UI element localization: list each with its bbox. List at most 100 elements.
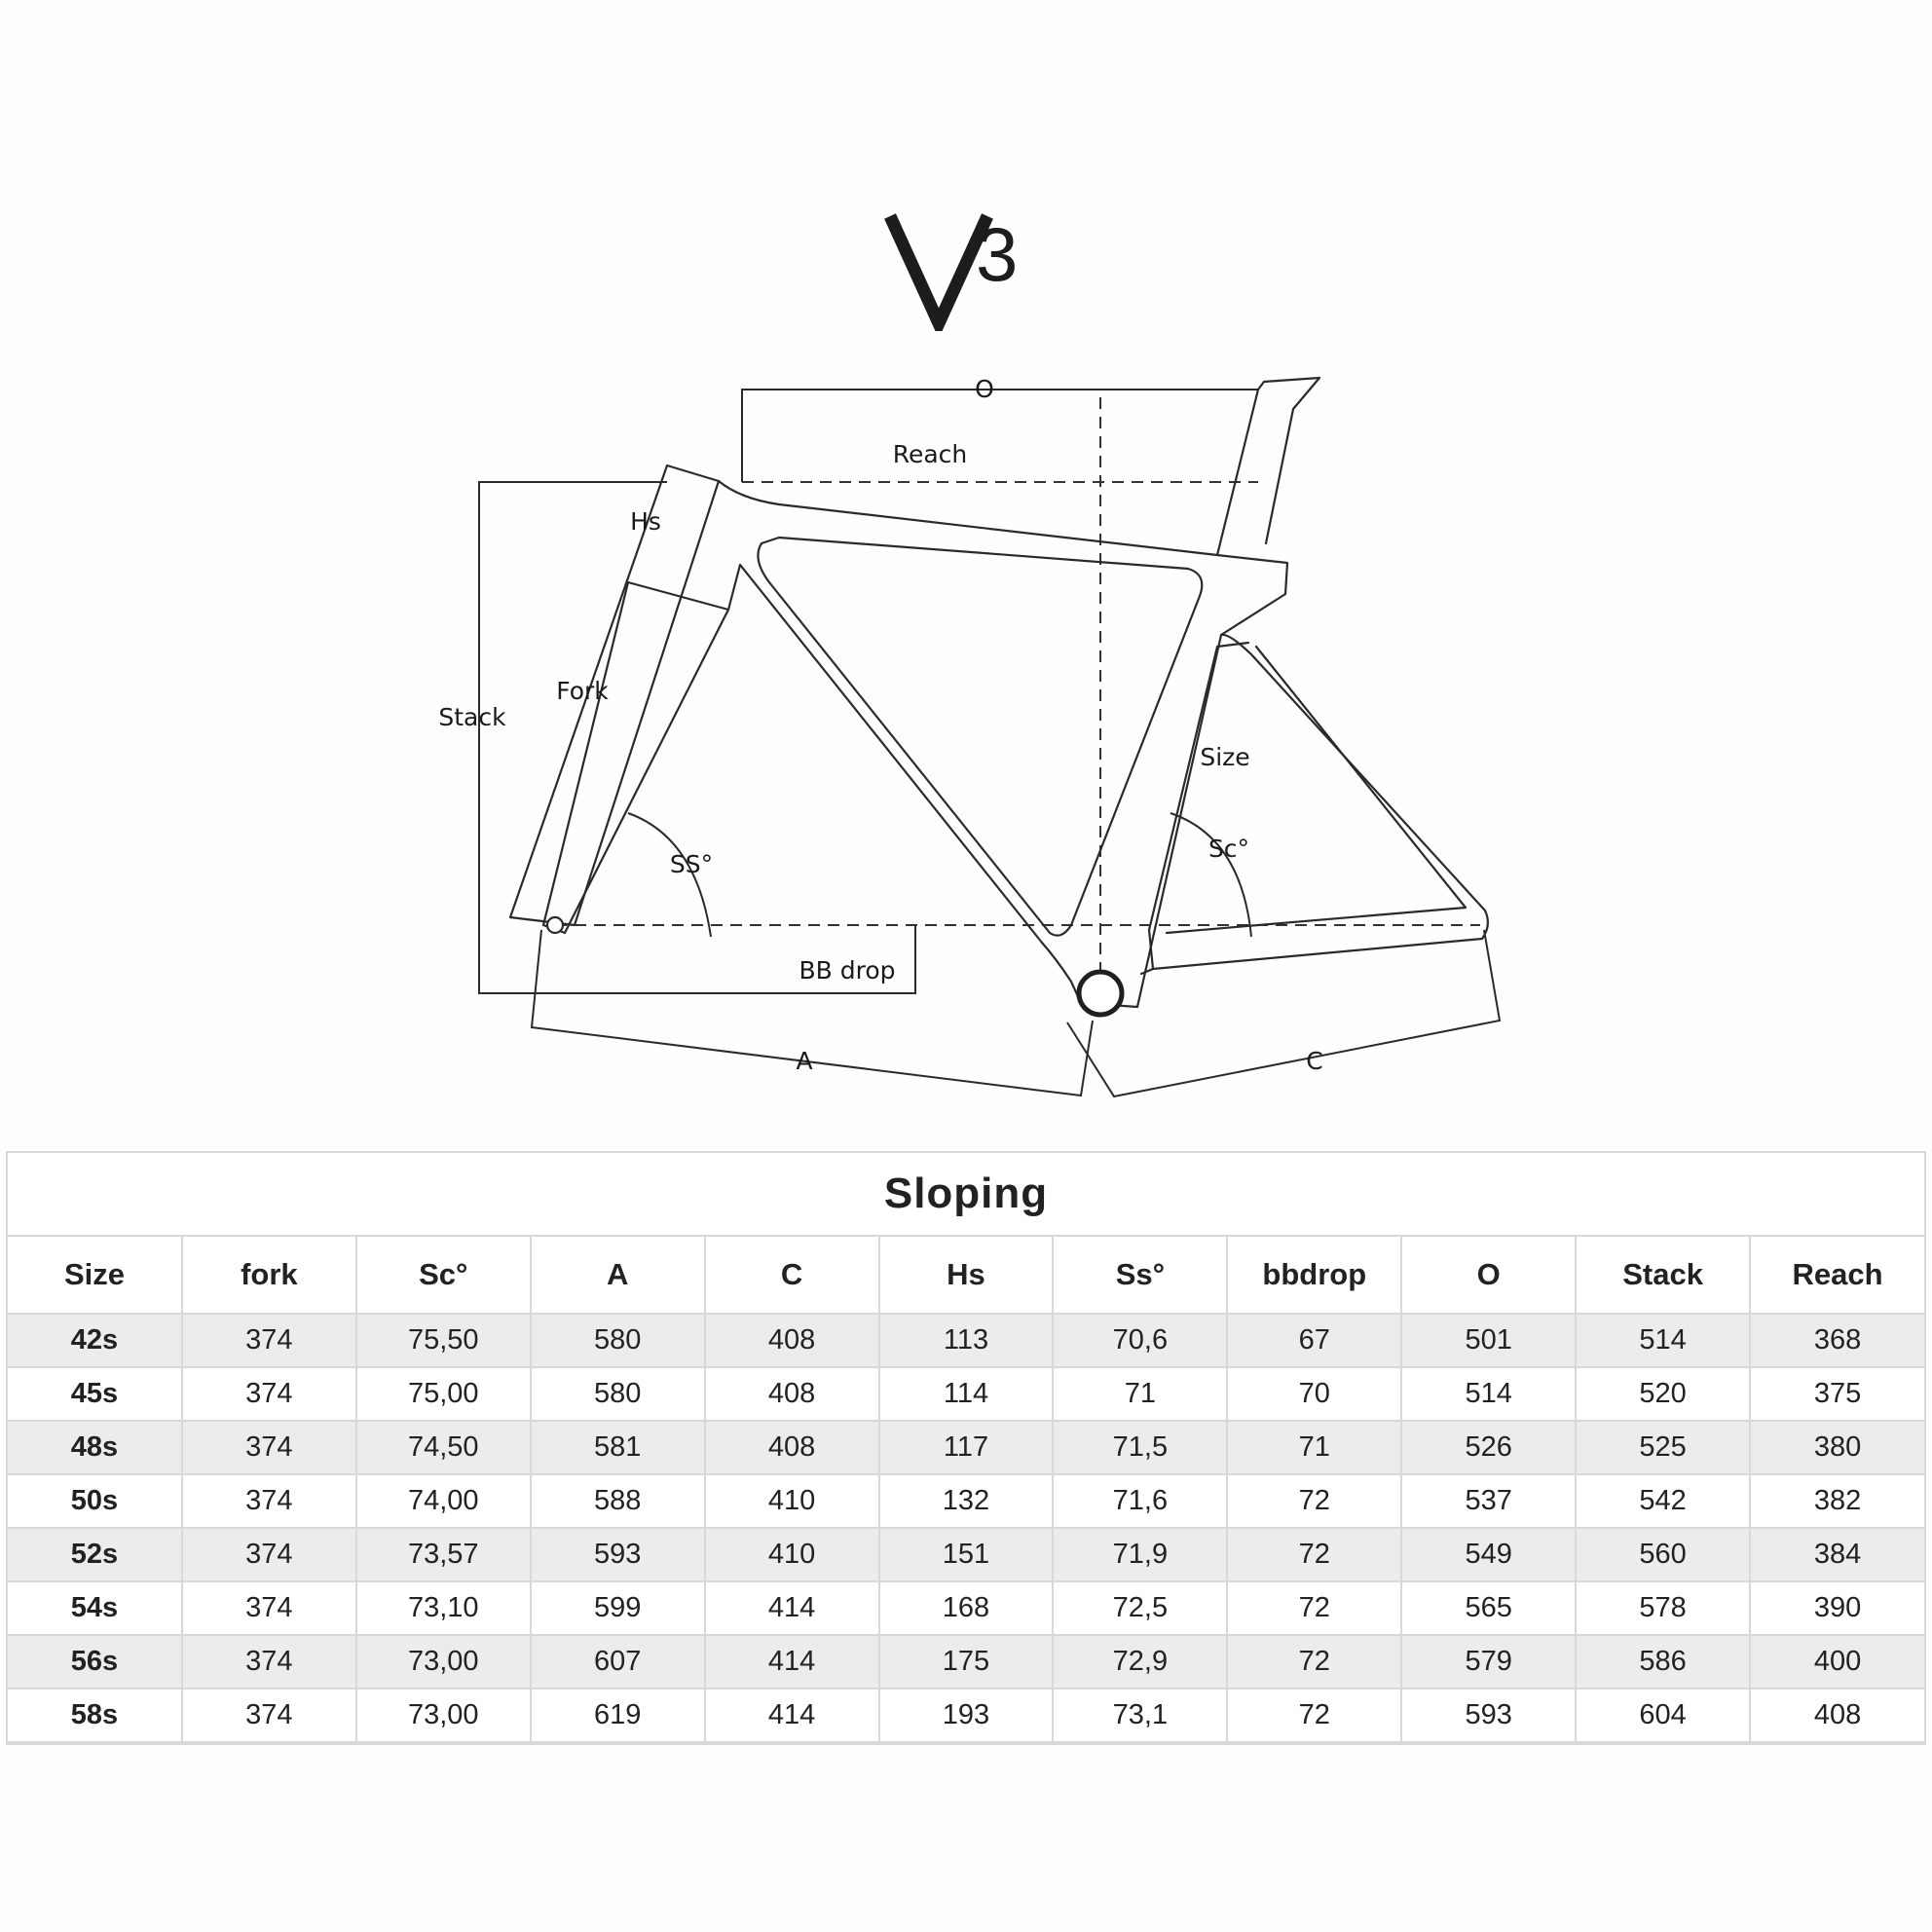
table-cell: 71,6	[1053, 1474, 1229, 1529]
col-header: A	[530, 1237, 706, 1315]
table-cell: 71,5	[1053, 1421, 1229, 1475]
table-cell: 71,9	[1053, 1528, 1229, 1582]
header-row: Size fork Sc° A C Hs Ss° bbdrop O Stack …	[8, 1237, 1924, 1315]
table-cell: 580	[530, 1314, 706, 1368]
col-header: Hs	[878, 1237, 1055, 1315]
table-cell: 374	[181, 1689, 357, 1743]
col-header: O	[1401, 1237, 1578, 1315]
label-bb-drop: BB drop	[799, 956, 895, 985]
table-cell: 175	[878, 1635, 1055, 1690]
col-header: bbdrop	[1227, 1237, 1403, 1315]
table-cell: 117	[878, 1421, 1055, 1475]
table-cell: 410	[704, 1474, 880, 1529]
table-cell: 619	[530, 1689, 706, 1743]
table-cell: 542	[1576, 1474, 1752, 1529]
table-cell: 408	[704, 1367, 880, 1422]
table-cell: 375	[1750, 1367, 1924, 1422]
geometry-table: Sloping Size fork Sc° A C Hs Ss° bbdrop …	[6, 1151, 1926, 1745]
label-fork: Fork	[556, 677, 609, 705]
table-cell: 72	[1227, 1635, 1403, 1690]
size-cell: 45s	[8, 1367, 183, 1422]
table-cell: 593	[1401, 1689, 1578, 1743]
table-cell: 410	[704, 1528, 880, 1582]
v3-logo-mark: 3	[884, 211, 1018, 331]
size-cell: 54s	[8, 1581, 183, 1636]
table-cell: 72,9	[1053, 1635, 1229, 1690]
table-cell: 549	[1401, 1528, 1578, 1582]
table-cell: 414	[704, 1689, 880, 1743]
table-cell: 73,10	[355, 1581, 532, 1636]
table-cell: 72,5	[1053, 1581, 1229, 1636]
table-cell: 73,1	[1053, 1689, 1229, 1743]
table-cell: 414	[704, 1635, 880, 1690]
table-cell: 560	[1576, 1528, 1752, 1582]
table-cell: 368	[1750, 1314, 1924, 1368]
label-hs: Hs	[630, 507, 661, 536]
table-cell: 114	[878, 1367, 1055, 1422]
table-cell: 520	[1576, 1367, 1752, 1422]
label-stack: Stack	[438, 703, 506, 731]
table-cell: 408	[1750, 1689, 1924, 1743]
size-cell: 48s	[8, 1421, 183, 1475]
angle-arcs	[627, 812, 1252, 938]
table-cell: 380	[1750, 1421, 1924, 1475]
table-cell: 73,57	[355, 1528, 532, 1582]
label-size: Size	[1200, 743, 1249, 771]
table-cell: 593	[530, 1528, 706, 1582]
col-header: Stack	[1576, 1237, 1752, 1315]
table-cell: 578	[1576, 1581, 1752, 1636]
table-cell: 526	[1401, 1421, 1578, 1475]
label-a: A	[796, 1047, 812, 1075]
table-cell: 71	[1053, 1367, 1229, 1422]
table-cell: 74,50	[355, 1421, 532, 1475]
label-sc-angle: Sc°	[1208, 835, 1249, 863]
table-cell: 72	[1227, 1528, 1403, 1582]
col-header: Size	[8, 1237, 183, 1315]
table-cell: 599	[530, 1581, 706, 1636]
table-cell: 581	[530, 1421, 706, 1475]
dimension-lines	[478, 389, 1502, 1098]
table-cell: 374	[181, 1635, 357, 1690]
label-c: C	[1306, 1047, 1322, 1075]
size-cell: 52s	[8, 1528, 183, 1582]
table-cell: 604	[1576, 1689, 1752, 1743]
table-cell: 113	[878, 1314, 1055, 1368]
table-cell: 132	[878, 1474, 1055, 1529]
table-cell: 514	[1401, 1367, 1578, 1422]
table-cell: 73,00	[355, 1689, 532, 1743]
table-cell: 75,50	[355, 1314, 532, 1368]
geometry-grid: Size fork Sc° A C Hs Ss° bbdrop O Stack …	[8, 1237, 1924, 1743]
table-cell: 75,00	[355, 1367, 532, 1422]
table-cell: 374	[181, 1367, 357, 1422]
table-cell: 168	[878, 1581, 1055, 1636]
table-cell: 408	[704, 1314, 880, 1368]
table-cell: 514	[1576, 1314, 1752, 1368]
table-title: Sloping	[8, 1153, 1924, 1237]
table-cell: 70	[1227, 1367, 1403, 1422]
col-header: fork	[181, 1237, 357, 1315]
table-cell: 579	[1401, 1635, 1578, 1690]
table-cell: 193	[878, 1689, 1055, 1743]
table-cell: 384	[1750, 1528, 1924, 1582]
table-cell: 408	[704, 1421, 880, 1475]
brand-logo: 3	[0, 195, 1932, 336]
col-header: Ss°	[1053, 1237, 1229, 1315]
table-cell: 565	[1401, 1581, 1578, 1636]
frame-outline	[508, 376, 1489, 1018]
table-cell: 74,00	[355, 1474, 532, 1529]
size-cell: 58s	[8, 1689, 183, 1743]
table-cell: 70,6	[1053, 1314, 1229, 1368]
table-cell: 374	[181, 1474, 357, 1529]
table-cell: 588	[530, 1474, 706, 1529]
label-o: O	[975, 375, 994, 403]
table-cell: 501	[1401, 1314, 1578, 1368]
size-cell: 50s	[8, 1474, 183, 1529]
